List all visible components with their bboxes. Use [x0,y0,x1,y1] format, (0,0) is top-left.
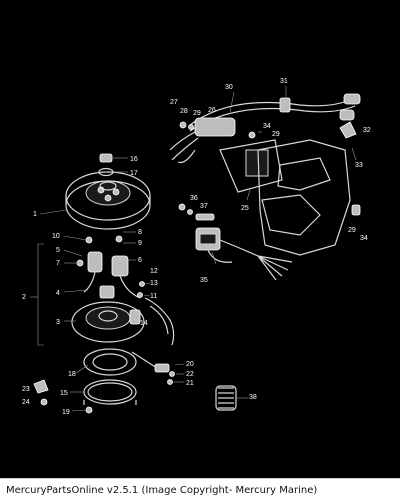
callout-17: 17 [130,170,138,177]
callout-30: 30 [225,84,233,91]
callout-38: 38 [249,394,257,401]
callout-29b: 29 [272,131,280,138]
callout-19: 19 [62,409,70,416]
callout-2: 2 [22,294,26,301]
callout-32: 32 [363,127,371,134]
callout-21: 21 [186,380,194,387]
callout-8: 8 [138,229,142,236]
callout-34a: 34 [263,123,271,130]
callout-7: 7 [56,260,60,267]
callout-36: 36 [190,195,198,202]
link-arm-drawing [131,351,175,385]
callout-33: 33 [355,162,363,169]
callout-11: 11 [150,293,157,300]
callout-29a: 29 [193,110,201,117]
callout-34b: 34 [360,235,368,242]
copyright-footer: MercuryPartsOnline v2.5.1 (Image Copyrig… [0,478,400,503]
callout-15: 15 [60,390,68,397]
callout-24: 24 [22,399,30,406]
callout-5: 5 [56,247,60,254]
callout-29c: 29 [348,227,356,234]
leader-lines [39,86,357,412]
nut-washer-drawing [98,153,128,177]
callout-12: 12 [150,268,158,275]
flywheel-drawing [65,171,151,230]
parts-diagram: 1 2 3 4 5 6 7 8 9 10 11 12 13 14 15 16 1… [22,78,371,416]
callout-23: 23 [22,386,30,393]
callout-31: 31 [280,78,288,85]
callout-10: 10 [52,233,60,240]
callout-25: 25 [241,205,249,212]
switch-box-drawing [169,93,361,256]
callout-28: 28 [180,108,188,115]
callout-26: 26 [208,107,216,114]
callout-37: 37 [200,203,208,210]
callout-27: 27 [170,99,178,106]
callout-16: 16 [130,156,138,163]
callout-3: 3 [56,319,60,326]
callout-14: 14 [140,320,148,327]
clip-drawing [33,379,49,406]
callout-4: 4 [56,290,60,297]
callout-labels: 1 2 3 4 5 6 7 8 9 10 11 12 13 14 15 16 1… [22,78,371,416]
footer-text: MercuryPartsOnline v2.5.1 (Image Copyrig… [6,485,318,496]
callout-18: 18 [68,371,76,378]
callout-9: 9 [138,240,142,247]
spring-drawing [215,385,237,411]
callout-20: 20 [186,361,194,368]
callout-35: 35 [200,277,208,284]
coil-pack-drawing [178,203,293,281]
callout-22: 22 [186,371,194,378]
callout-1: 1 [33,211,37,218]
trigger-plate-drawing [83,348,137,414]
callout-6: 6 [138,257,142,264]
callout-13: 13 [150,280,158,287]
stator-group-drawing [30,235,175,346]
